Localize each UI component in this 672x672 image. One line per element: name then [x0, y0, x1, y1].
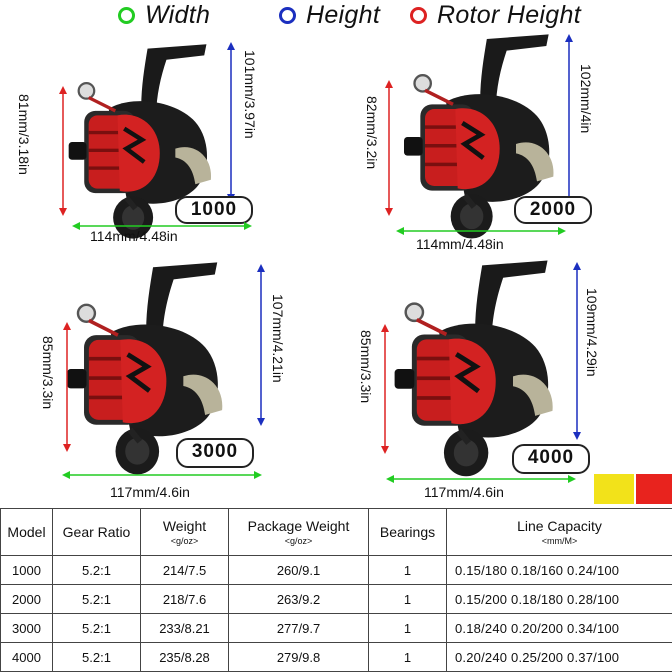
red-circle-icon	[410, 7, 427, 24]
reel-panel-1000: 81mm/3.18in 101mm/3.97in 1000 114mm/4.48…	[0, 28, 336, 258]
cell-bearings: 1	[368, 613, 447, 643]
height-label: 109mm/4.29in	[584, 288, 600, 377]
header-package-weight-unit: <g/oz>	[284, 536, 313, 546]
reel-panel-4000: 85mm/3.3in 109mm/4.29in 4000 117mm/4.6in	[336, 258, 672, 503]
rotor-height-label: 85mm/3.3in	[40, 336, 56, 410]
cell-gear-ratio: 5.2:1	[52, 584, 141, 614]
width-arrow	[386, 475, 576, 483]
cell-bearings: 1	[368, 642, 447, 672]
reel-panel-3000: 85mm/3.3in 107mm/4.21in 3000 117mm/4.6in	[0, 258, 336, 503]
blue-circle-icon	[279, 7, 296, 24]
header-bearings: Bearings	[368, 508, 447, 556]
cell-line-capacity: 0.20/240 0.25/200 0.37/100	[446, 642, 672, 672]
header-line-capacity-label: Line Capacity	[517, 518, 602, 534]
reel-panel-2000: 82mm/3.2in 102mm/4in 2000 114mm/4.48in	[336, 28, 672, 258]
cell-line-capacity: 0.15/180 0.18/160 0.24/100	[446, 555, 672, 585]
rotor-height-label: 82mm/3.2in	[364, 96, 380, 170]
cell-model: 1000	[0, 555, 53, 585]
cell-model: 2000	[0, 584, 53, 614]
header-gear-ratio: Gear Ratio	[52, 508, 141, 556]
height-label: 102mm/4in	[578, 64, 594, 134]
size-badge: 2000	[514, 196, 592, 224]
height-arrow	[227, 42, 235, 202]
header-package-weight-label: Package Weight	[247, 518, 350, 534]
color-swatch-red	[636, 474, 672, 504]
width-arrow	[396, 227, 566, 235]
color-swatch-yellow	[594, 474, 634, 504]
cell-bearings: 1	[368, 555, 447, 585]
size-badge: 1000	[175, 196, 253, 224]
rotor-height-arrow	[63, 322, 71, 452]
cell-line-capacity: 0.15/200 0.18/180 0.28/100	[446, 584, 672, 614]
header-line-capacity-unit: <mm/M>	[541, 536, 578, 546]
width-label: 114mm/4.48in	[90, 228, 178, 244]
cell-line-capacity: 0.18/240 0.20/200 0.34/100	[446, 613, 672, 643]
cell-package-weight: 263/9.2	[228, 584, 369, 614]
size-badge: 4000	[512, 444, 590, 474]
header-line-capacity: Line Capacity <mm/M>	[446, 508, 672, 556]
header-weight-label: Weight	[162, 518, 207, 534]
header-weight: Weight <g/oz>	[140, 508, 229, 556]
width-label: 114mm/4.48in	[416, 236, 504, 252]
cell-weight: 218/7.6	[140, 584, 229, 614]
cell-weight: 233/8.21	[140, 613, 229, 643]
cell-model: 3000	[0, 613, 53, 643]
rotor-height-arrow	[59, 86, 67, 216]
cell-gear-ratio: 5.2:1	[52, 642, 141, 672]
table-row: 2000 5.2:1 218/7.6 263/9.2 1 0.15/200 0.…	[0, 584, 672, 614]
height-label: 101mm/3.97in	[242, 50, 258, 139]
table-header-row: Model Gear Ratio Weight <g/oz> Package We…	[0, 508, 672, 556]
width-label: 117mm/4.6in	[424, 484, 504, 500]
height-arrow	[573, 262, 581, 440]
legend-rotor-height: Rotor Height	[410, 1, 581, 30]
cell-package-weight: 279/9.8	[228, 642, 369, 672]
cell-gear-ratio: 5.2:1	[52, 613, 141, 643]
cell-weight: 214/7.5	[140, 555, 229, 585]
rotor-height-label: 81mm/3.18in	[16, 94, 32, 175]
height-label: 107mm/4.21in	[270, 294, 286, 383]
cell-bearings: 1	[368, 584, 447, 614]
rotor-height-label: 85mm/3.3in	[358, 330, 374, 404]
cell-package-weight: 277/9.7	[228, 613, 369, 643]
legend-width-label: Width	[145, 1, 211, 29]
size-badge: 3000	[176, 438, 254, 468]
legend-rotor-height-label: Rotor Height	[437, 1, 581, 29]
width-arrow	[72, 222, 252, 230]
header-model: Model	[0, 508, 53, 556]
table-row: 3000 5.2:1 233/8.21 277/9.7 1 0.18/240 0…	[0, 613, 672, 643]
green-circle-icon	[118, 7, 135, 24]
table-row: 4000 5.2:1 235/8.28 279/9.8 1 0.20/240 0…	[0, 642, 672, 672]
header-package-weight: Package Weight <g/oz>	[228, 508, 369, 556]
spec-table: Model Gear Ratio Weight <g/oz> Package We…	[0, 508, 672, 672]
legend-height-label: Height	[306, 1, 381, 29]
legend-height: Height	[279, 1, 380, 30]
table-row: 1000 5.2:1 214/7.5 260/9.1 1 0.15/180 0.…	[0, 555, 672, 585]
width-label: 117mm/4.6in	[110, 484, 190, 500]
header-weight-unit: <g/oz>	[170, 536, 199, 546]
rotor-height-arrow	[385, 80, 393, 216]
cell-weight: 235/8.28	[140, 642, 229, 672]
cell-model: 4000	[0, 642, 53, 672]
cell-gear-ratio: 5.2:1	[52, 555, 141, 585]
height-arrow	[565, 34, 573, 212]
height-arrow	[257, 264, 265, 426]
cell-package-weight: 260/9.1	[228, 555, 369, 585]
legend-width: Width	[118, 1, 210, 30]
rotor-height-arrow	[381, 324, 389, 454]
width-arrow	[62, 471, 262, 479]
dimension-legend: Width Height Rotor Height	[0, 0, 672, 30]
